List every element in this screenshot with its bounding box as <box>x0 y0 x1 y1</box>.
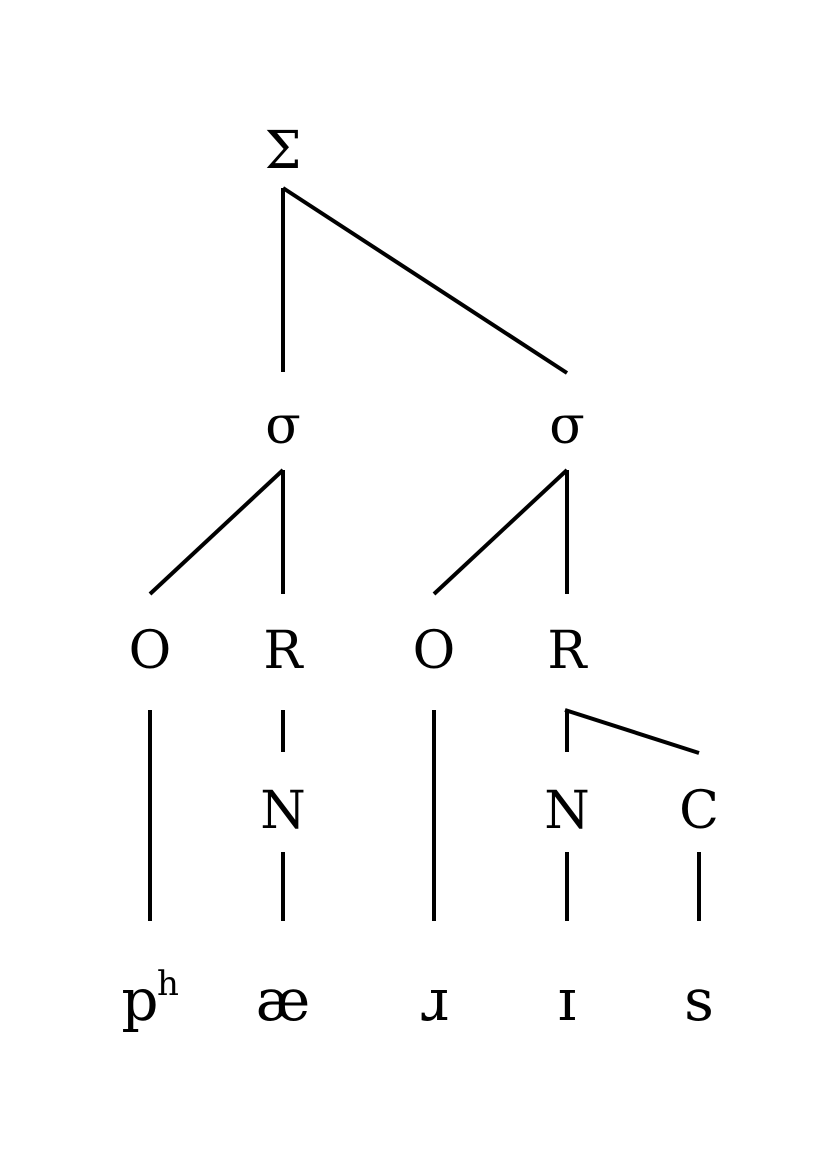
segment-ae: æ <box>256 966 311 1034</box>
segment-r: ɹ <box>419 966 448 1034</box>
nucleus-node-1: N <box>260 781 306 841</box>
segment-s: s <box>684 966 714 1034</box>
edge-foot-syllable2 <box>281 186 569 375</box>
edge-syllable2-onset <box>432 468 569 596</box>
edge-rhyme2-coda <box>564 708 700 755</box>
foot-node: Σ <box>265 121 302 181</box>
coda-node: C <box>679 781 719 841</box>
edge-syllable1-onset <box>148 468 285 596</box>
onset-node-1: O <box>129 621 172 681</box>
rhyme-node-2: R <box>547 621 588 681</box>
rhyme-node-1: R <box>263 621 304 681</box>
segment-p-aspiration: h <box>157 964 179 1004</box>
syllable-node-1: σ <box>265 396 301 456</box>
onset-node-2: O <box>413 621 456 681</box>
syllable-node-2: σ <box>549 396 585 456</box>
segment-p: p <box>121 966 158 1034</box>
segment-i: ɪ <box>558 966 577 1034</box>
nucleus-node-2: N <box>544 781 590 841</box>
